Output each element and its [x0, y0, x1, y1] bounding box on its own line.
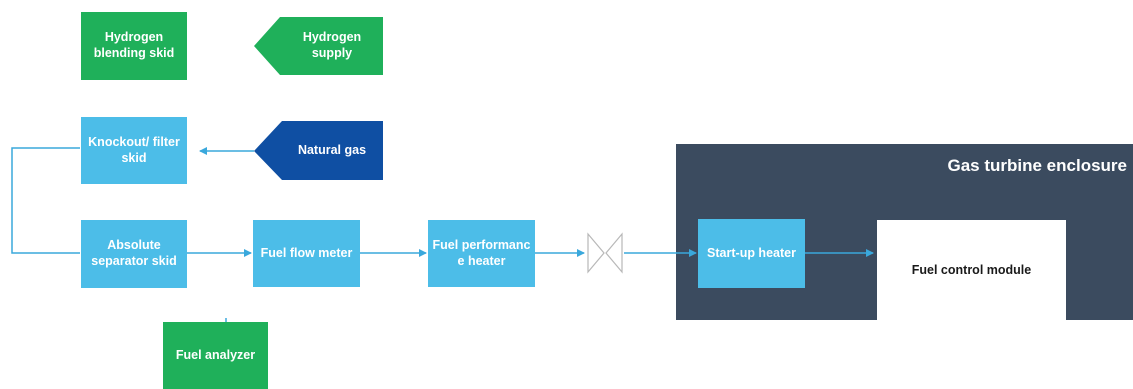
natural-gas-shape — [254, 121, 383, 180]
hydrogen-supply: Hydrogen supply — [302, 30, 362, 60]
start-up-heater: Start-up heater — [698, 219, 805, 288]
knockout-filter-skid: Knockout/ filter skid — [81, 117, 187, 184]
natural-gas: Natural gas — [297, 142, 367, 157]
fuel-analyzer: Fuel analyzer — [163, 322, 268, 389]
absolute-separator-skid: Absolute separator skid — [81, 220, 187, 288]
hydrogen-blending-skid: Hydrogen blending skid — [81, 12, 187, 80]
hydrogen-supply-shape — [254, 17, 383, 75]
fuel-control-module: Fuel control module — [877, 220, 1066, 320]
line-knockout-to-separator — [11, 147, 80, 254]
fuel-performance-heater: Fuel performanc e heater — [428, 220, 535, 287]
fuel-flow-meter: Fuel flow meter — [253, 220, 360, 287]
enclosure-title: Gas turbine enclosure — [947, 156, 1128, 175]
valve-icon — [587, 232, 623, 274]
